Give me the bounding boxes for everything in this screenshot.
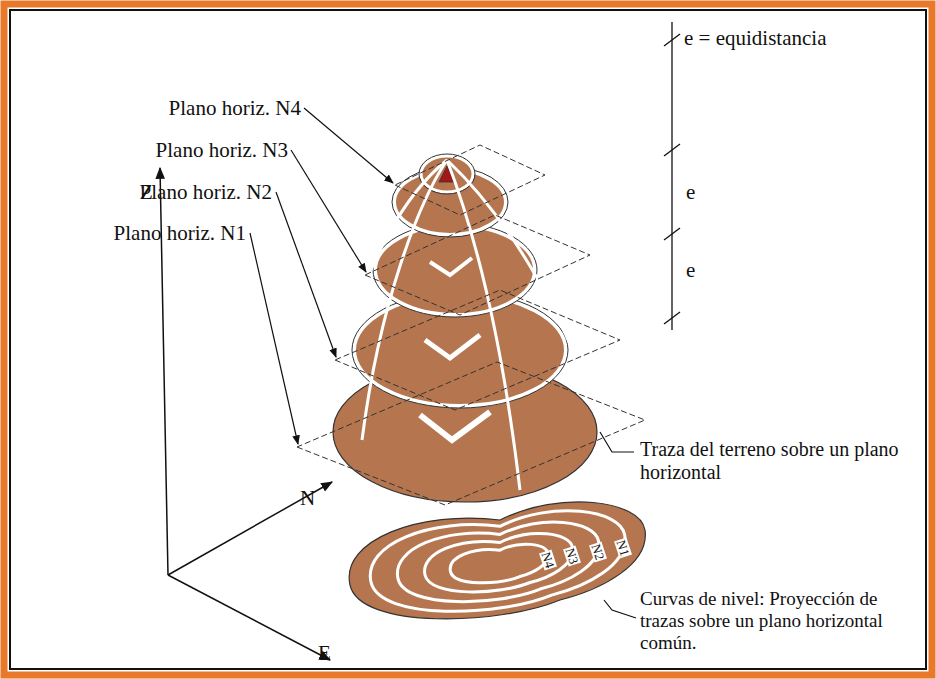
interval-label: e xyxy=(686,258,695,282)
terrain-model xyxy=(333,154,597,502)
plane-label: Plano horiz. N3 xyxy=(80,138,288,162)
plane-label: Plano horiz. N2 xyxy=(60,180,272,204)
inner-frame xyxy=(10,10,926,669)
orange-frame xyxy=(4,4,932,675)
equidistance-label: e = equidistancia xyxy=(684,26,826,50)
contour-note: Curvas de nivel: Proyección de trazas so… xyxy=(640,588,912,654)
axis-label: N xyxy=(300,486,315,510)
horizontal-planes xyxy=(297,145,645,505)
plane-label: Plano horiz. N1 xyxy=(34,221,246,245)
equidistance-scale xyxy=(664,22,680,330)
plane-label: Plano horiz. N4 xyxy=(96,96,301,120)
axis-label: E xyxy=(318,641,331,665)
axis-label: Z xyxy=(140,180,153,204)
interval-label: e xyxy=(686,180,695,204)
trace-note: Traza del terreno sobre un plano horizon… xyxy=(640,438,910,484)
contour-map xyxy=(349,502,645,619)
